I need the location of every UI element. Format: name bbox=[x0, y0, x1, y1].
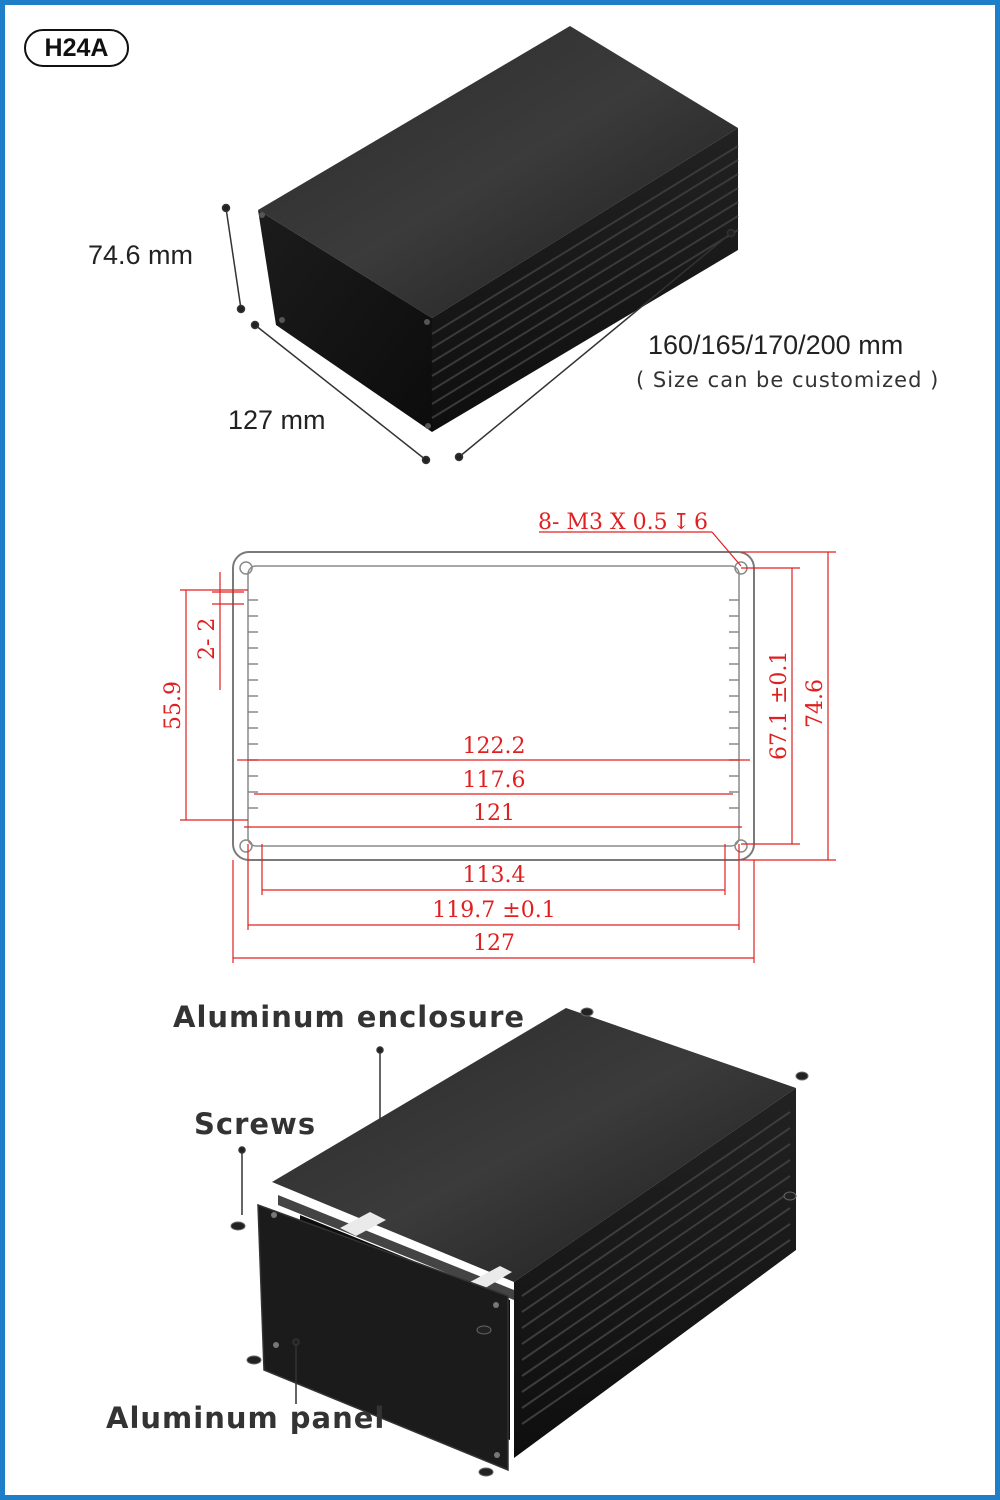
left-height-dim: 55.9 bbox=[161, 681, 186, 730]
dimension-lines bbox=[221, 203, 736, 465]
enclosure-closed-render bbox=[258, 26, 739, 432]
dim-119-7: 119.7 ±0.1 bbox=[432, 898, 555, 923]
model-badge: H24A bbox=[24, 29, 129, 67]
left-pitch-dim: 2- 2 bbox=[195, 618, 220, 660]
enclosure-exploded-render bbox=[230, 1007, 809, 1477]
outer-height-dim: 74.6 bbox=[803, 679, 828, 728]
dim-121: 121 bbox=[473, 801, 515, 826]
height-dimension-label: 74.6 mm bbox=[88, 240, 194, 270]
width-dimension-label: 127 mm bbox=[228, 405, 326, 435]
enclosure-callout: Aluminum enclosure bbox=[173, 1000, 526, 1034]
dim-113-4: 113.4 bbox=[463, 863, 526, 888]
thread-depth: 6 bbox=[694, 510, 708, 535]
dim-122-2: 122.2 bbox=[463, 734, 526, 759]
cross-section-drawing: 8- M3 X 0.5 ↧ 6 2- 2 55.9 67.1 ±0.1 74.6… bbox=[161, 510, 836, 963]
thread-depth-symbol: ↧ bbox=[672, 510, 690, 535]
inner-height-dim: 67.1 ±0.1 bbox=[767, 651, 792, 760]
panel-callout: Aluminum panel bbox=[106, 1401, 386, 1435]
dim-127: 127 bbox=[473, 931, 515, 956]
thread-note: 8- M3 X 0.5 bbox=[538, 510, 668, 535]
dim-117-6: 117.6 bbox=[463, 768, 526, 793]
length-dimension-label: 160/165/170/200 mm bbox=[648, 330, 904, 360]
screws-callout: Screws bbox=[194, 1107, 317, 1141]
custom-size-note: ( Size can be customized ) bbox=[636, 368, 940, 392]
callout-leaders bbox=[238, 1046, 384, 1404]
